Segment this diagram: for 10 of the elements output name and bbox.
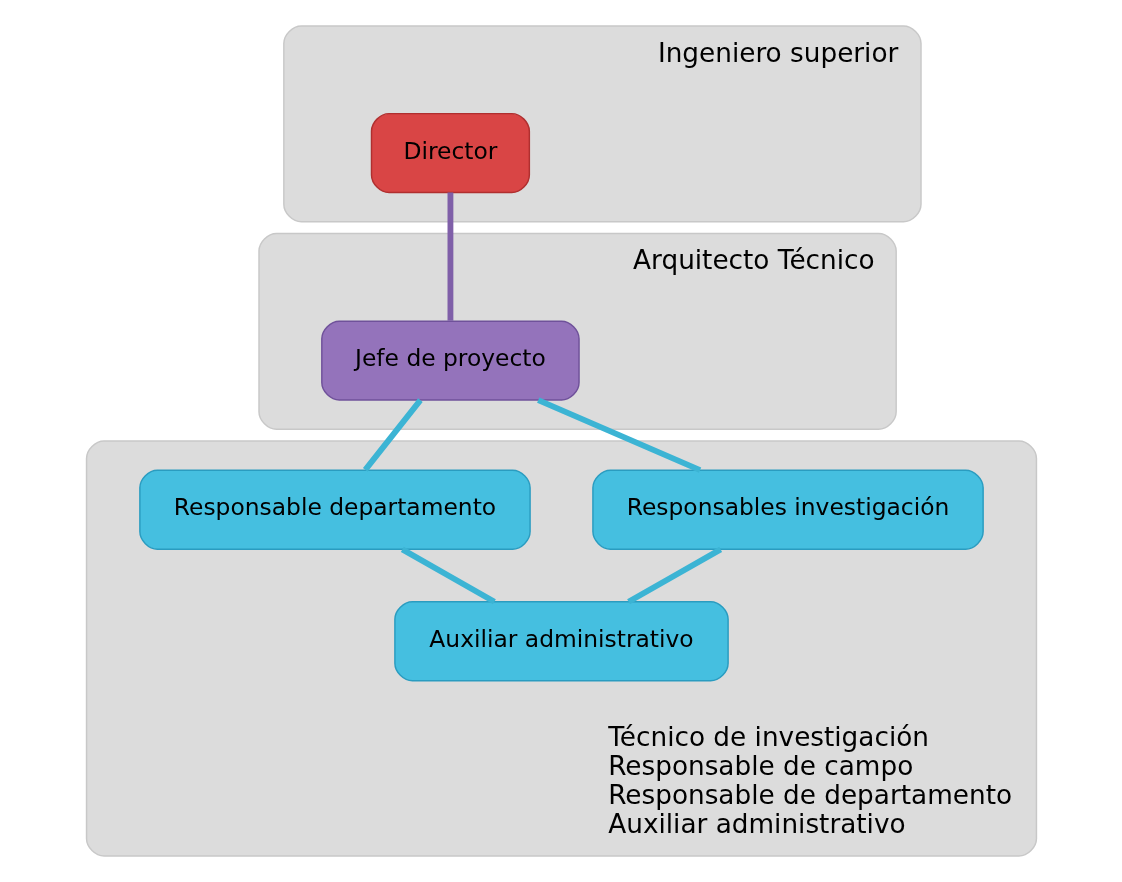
node-box: Auxiliar administrativo (393, 601, 729, 682)
node-box: Director (370, 112, 530, 194)
connector (626, 546, 722, 605)
node-box: Responsable departamento (138, 469, 531, 550)
connector (362, 398, 423, 472)
node-box: Responsables investigación (591, 469, 984, 550)
connector (447, 192, 453, 321)
node-box: Jefe de proyecto (320, 320, 580, 401)
connector (536, 397, 701, 473)
connector (400, 546, 496, 605)
